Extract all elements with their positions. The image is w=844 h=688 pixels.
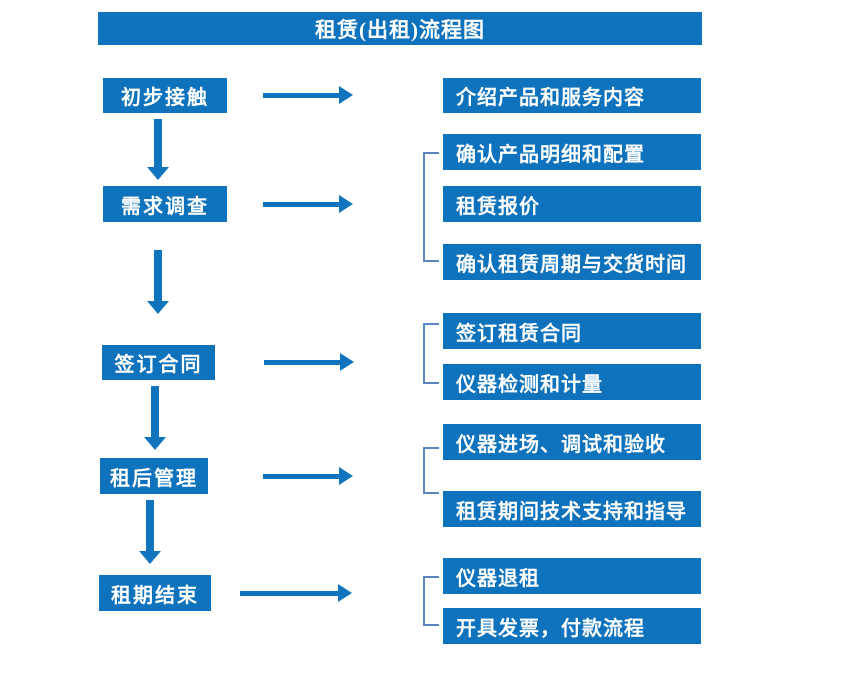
right-arrow-head [340, 353, 354, 371]
down-arrow-icon [144, 386, 166, 450]
flowchart-title: 租赁(出租)流程图 [98, 12, 702, 45]
detail-box-sign-rental-contract: 签订租赁合同 [443, 313, 701, 349]
down-arrow-icon [147, 119, 169, 180]
group-bracket [423, 447, 439, 494]
down-arrow-icon [139, 500, 161, 564]
right-arrow-icon [264, 353, 354, 371]
step-box-initial-contact: 初步接触 [103, 78, 227, 113]
detail-box-introduce-products: 介绍产品和服务内容 [443, 78, 701, 113]
group-bracket [423, 152, 439, 262]
right-arrow-shaft [264, 360, 342, 365]
right-arrow-head [339, 86, 353, 104]
group-bracket [423, 576, 439, 626]
detail-box-confirm-product-config: 确认产品明细和配置 [443, 134, 701, 170]
right-arrow-head [339, 467, 353, 485]
right-arrow-shaft [263, 93, 341, 98]
detail-box-rental-quote: 租赁报价 [443, 186, 701, 222]
step-box-sign-contract: 签订合同 [102, 345, 215, 380]
down-arrow-head [144, 437, 166, 450]
down-arrow-shaft [154, 250, 162, 302]
step-box-post-rental-management: 租后管理 [100, 458, 208, 494]
group-bracket [423, 323, 439, 384]
right-arrow-icon [263, 467, 353, 485]
down-arrow-shaft [154, 119, 162, 168]
right-arrow-shaft [263, 474, 341, 479]
down-arrow-head [139, 551, 161, 564]
down-arrow-shaft [151, 386, 159, 438]
right-arrow-head [338, 584, 352, 602]
down-arrow-icon [147, 250, 169, 314]
right-arrow-icon [263, 195, 353, 213]
right-arrow-shaft [263, 202, 341, 207]
right-arrow-shaft [240, 591, 340, 596]
detail-box-confirm-period-delivery: 确认租赁周期与交货时间 [443, 244, 701, 280]
detail-box-invoice-payment: 开具发票，付款流程 [443, 608, 701, 644]
down-arrow-shaft [146, 500, 154, 552]
right-arrow-icon [263, 86, 353, 104]
right-arrow-icon [240, 584, 352, 602]
detail-box-instrument-return: 仪器退租 [443, 558, 701, 594]
step-box-demand-survey: 需求调查 [103, 186, 227, 222]
detail-box-technical-support: 租赁期间技术支持和指导 [443, 491, 701, 527]
detail-box-instrument-setup-acceptance: 仪器进场、调试和验收 [443, 424, 701, 460]
right-arrow-head [339, 195, 353, 213]
down-arrow-head [147, 167, 169, 180]
down-arrow-head [147, 301, 169, 314]
step-box-rental-end: 租期结束 [99, 575, 211, 611]
detail-box-instrument-inspection: 仪器检测和计量 [443, 364, 701, 400]
